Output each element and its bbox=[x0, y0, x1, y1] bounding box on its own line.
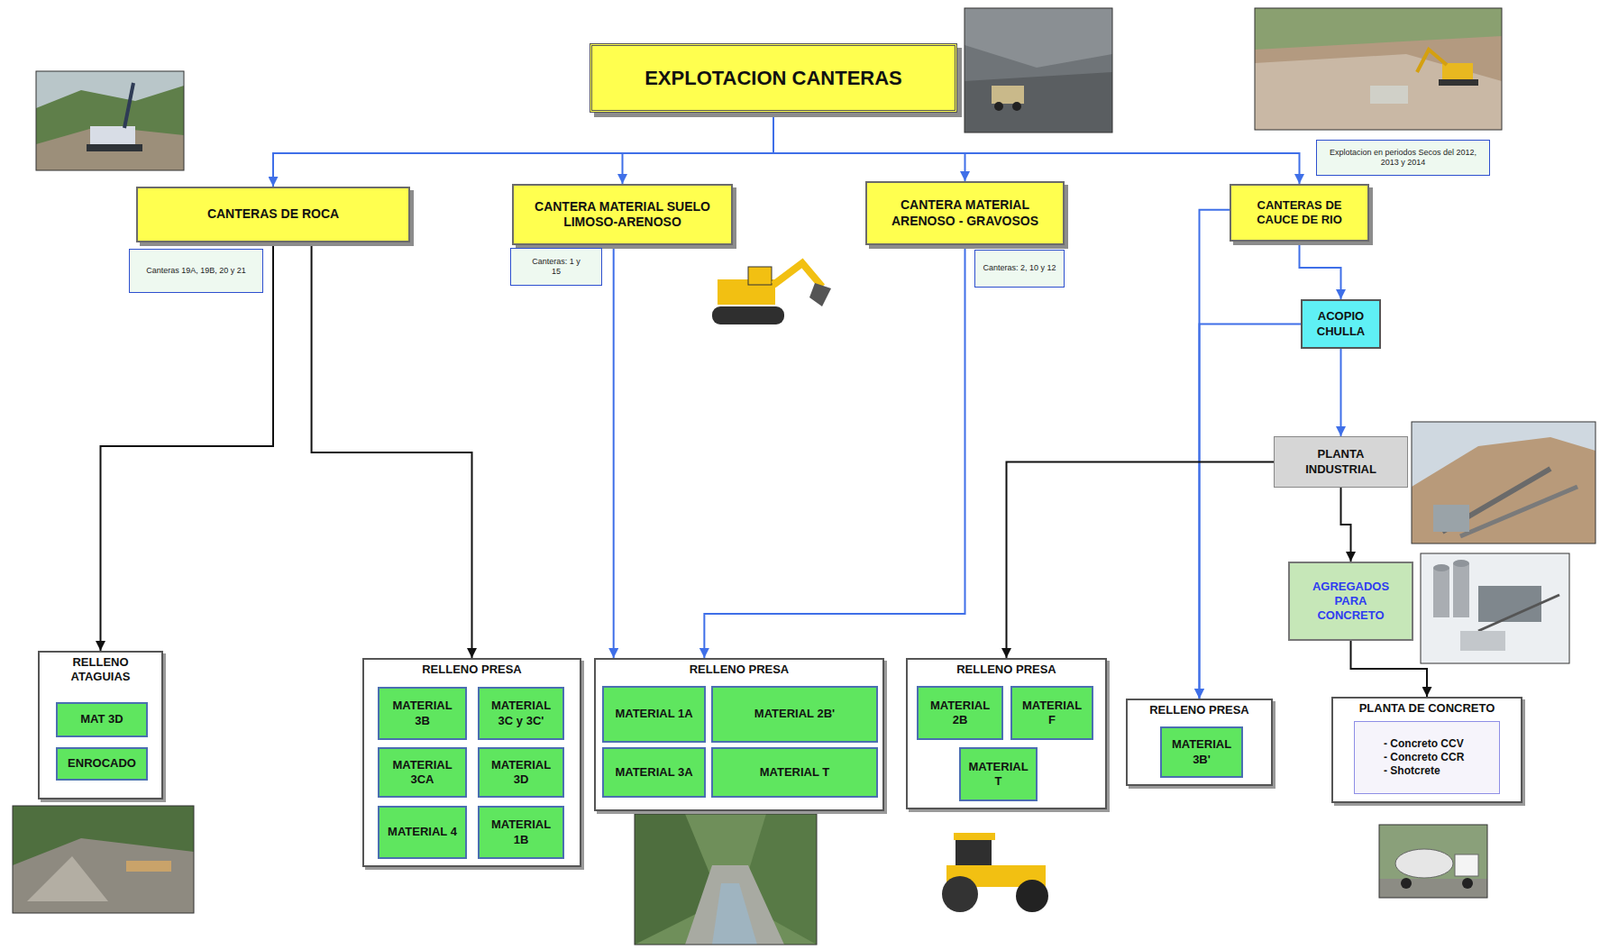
box-label: MATERIAL 1A bbox=[614, 706, 693, 722]
list-box: - Concreto CCV- Concreto CCR- Shotcrete bbox=[1353, 721, 1500, 795]
box-label: MATERIAL 3B bbox=[388, 698, 457, 729]
plant-box: PLANTA INDUSTRIAL bbox=[1273, 436, 1408, 488]
connector-arrow bbox=[100, 242, 275, 651]
box-label: CANTERAS DE ROCA bbox=[207, 206, 339, 223]
material-box: MATERIAL T bbox=[959, 747, 1038, 802]
box-label: CANTERA MATERIAL SUELO LIMOSO-ARENOSO bbox=[530, 199, 715, 231]
process-box: CANTERA MATERIAL ARENOSO - GRAVOSOS bbox=[865, 181, 1065, 246]
connector-arrow bbox=[1351, 640, 1428, 697]
connector-arrow bbox=[622, 112, 775, 184]
box-label: - Shotcrete bbox=[1383, 764, 1441, 778]
note-box: Explotacion en periodos Secos del 2012, … bbox=[1316, 139, 1491, 176]
connector-arrow bbox=[612, 245, 615, 659]
connector-arrow bbox=[273, 112, 774, 187]
box-label: CANTERA MATERIAL ARENOSO - GRAVOSOS bbox=[886, 197, 1044, 229]
connector-arrow bbox=[1299, 241, 1342, 300]
quarry-photo bbox=[964, 8, 1113, 133]
box-label: MATERIAL 3A bbox=[614, 765, 693, 780]
box-label: MATERIAL 3CA bbox=[388, 758, 457, 788]
material-box: MATERIAL F bbox=[1010, 685, 1094, 741]
box-label: MATERIAL 2B' bbox=[754, 706, 835, 722]
group-heading: PLANTA DE CONCRETO bbox=[1333, 701, 1521, 716]
material-box: MATERIAL 4 bbox=[377, 805, 467, 860]
group-heading: RELLENO PRESA bbox=[595, 662, 883, 677]
group-heading: RELLENO PRESA bbox=[364, 662, 580, 677]
group-heading: RELLENO PRESA bbox=[907, 662, 1106, 677]
mixer-truck-photo bbox=[1379, 824, 1488, 898]
note-box: Canteras: 2, 10 y 12 bbox=[974, 249, 1065, 288]
group-heading: RELLENO ATAGUIAS bbox=[55, 655, 147, 686]
group-box: RELLENO PRESA MATERIAL 3B MATERIAL 3C y 3C… bbox=[362, 658, 582, 868]
material-box: MATERIAL 3CA bbox=[377, 747, 467, 798]
box-label: - Concreto CCV bbox=[1383, 737, 1464, 751]
box-label: Canteras: 2, 10 y 12 bbox=[982, 263, 1056, 274]
box-label: CANTERAS DE CAUCE DE RIO bbox=[1243, 198, 1356, 229]
material-box: MATERIAL 3A bbox=[602, 747, 706, 798]
box-label: MAT 3D bbox=[80, 712, 123, 727]
group-box: RELLENO PRESA MATERIAL 2B MATERIAL F MATERI… bbox=[905, 658, 1107, 810]
drill-rig-photo bbox=[36, 71, 184, 171]
material-box: MAT 3D bbox=[55, 702, 148, 738]
box-label: Explotacion en periodos Secos del 2012, … bbox=[1326, 147, 1481, 169]
connector-arrow bbox=[1199, 210, 1231, 699]
connector-arrow bbox=[1199, 324, 1302, 700]
box-label: MATERIAL 2B bbox=[928, 698, 992, 729]
box-label: MATERIAL T bbox=[967, 759, 1031, 790]
box-label: ENROCADO bbox=[67, 756, 137, 771]
connector-arrow bbox=[773, 112, 1300, 184]
material-box: MATERIAL 3B' bbox=[1160, 726, 1244, 778]
material-box: ENROCADO bbox=[55, 747, 148, 781]
group-box: RELLENO PRESA MATERIAL 1A MATERIAL 2B' MATE… bbox=[594, 658, 885, 812]
box-label: MATERIAL 3B' bbox=[1170, 737, 1234, 768]
process-box: CANTERA MATERIAL SUELO LIMOSO-ARENOSO bbox=[512, 183, 733, 246]
material-box: MATERIAL 3D bbox=[477, 747, 565, 798]
roller-icon bbox=[941, 832, 1049, 913]
box-label: EXPLOTACION CANTERAS bbox=[644, 65, 903, 92]
group-heading: RELLENO PRESA bbox=[1127, 703, 1271, 718]
box-label: AGREGADOS PARA CONCRETO bbox=[1307, 579, 1394, 624]
stockpile-box: ACOPIO CHULLA bbox=[1300, 299, 1381, 349]
box-label: PLANTA INDUSTRIAL bbox=[1296, 447, 1387, 477]
note-box: Canteras: 1 y 15 bbox=[510, 247, 603, 286]
material-box: MATERIAL 3C y 3C' bbox=[477, 686, 565, 741]
cofferdam-photo bbox=[12, 805, 194, 914]
group-box: PLANTA DE CONCRETO - Concreto CCV- Concre… bbox=[1331, 696, 1523, 804]
note-box: Canteras 19A, 19B, 20 y 21 bbox=[128, 248, 264, 293]
process-box: CANTERAS DE CAUCE DE RIO bbox=[1229, 183, 1370, 242]
material-box: MATERIAL 1A bbox=[602, 685, 706, 743]
box-label: - Concreto CCR bbox=[1383, 750, 1464, 765]
material-box: MATERIAL T bbox=[711, 747, 878, 798]
connector-arrow bbox=[1006, 462, 1275, 659]
box-label: MATERIAL 1B bbox=[487, 817, 556, 848]
box-label: MATERIAL 3C y 3C' bbox=[484, 698, 558, 729]
box-label: MATERIAL F bbox=[1020, 698, 1084, 729]
process-box: CANTERAS DE ROCA bbox=[136, 186, 411, 243]
excavator-icon bbox=[712, 263, 832, 325]
box-label: MATERIAL 3D bbox=[487, 758, 556, 788]
connector-arrow bbox=[1341, 487, 1352, 562]
plant-photo bbox=[1411, 421, 1596, 544]
connector-arrow bbox=[311, 242, 473, 659]
box-label: Canteras: 1 y 15 bbox=[531, 256, 582, 278]
box-label: MATERIAL 4 bbox=[387, 824, 458, 840]
group-box: RELLENO ATAGUIAS MAT 3D ENROCADO bbox=[37, 650, 164, 800]
material-box: MATERIAL 2B bbox=[916, 685, 1004, 741]
box-label: Canteras 19A, 19B, 20 y 21 bbox=[146, 265, 247, 276]
group-box: RELLENO PRESA MATERIAL 3B' bbox=[1125, 698, 1273, 787]
box-label: MATERIAL T bbox=[759, 765, 831, 780]
riverbed-photo bbox=[1254, 8, 1502, 130]
connector-arrow bbox=[1340, 348, 1343, 437]
material-box: MATERIAL 1B bbox=[477, 805, 565, 860]
material-box: MATERIAL 2B' bbox=[711, 685, 878, 743]
river-valley-photo bbox=[634, 813, 817, 945]
title-box: EXPLOTACION CANTERAS bbox=[589, 43, 958, 113]
aggregate-box: AGREGADOS PARA CONCRETO bbox=[1288, 561, 1414, 641]
connector-arrow bbox=[773, 112, 966, 182]
connector-arrow bbox=[704, 245, 965, 659]
material-box: MATERIAL 3B bbox=[377, 686, 467, 741]
box-label: ACOPIO CHULLA bbox=[1314, 309, 1369, 339]
concrete-plant-drawing bbox=[1420, 553, 1570, 664]
